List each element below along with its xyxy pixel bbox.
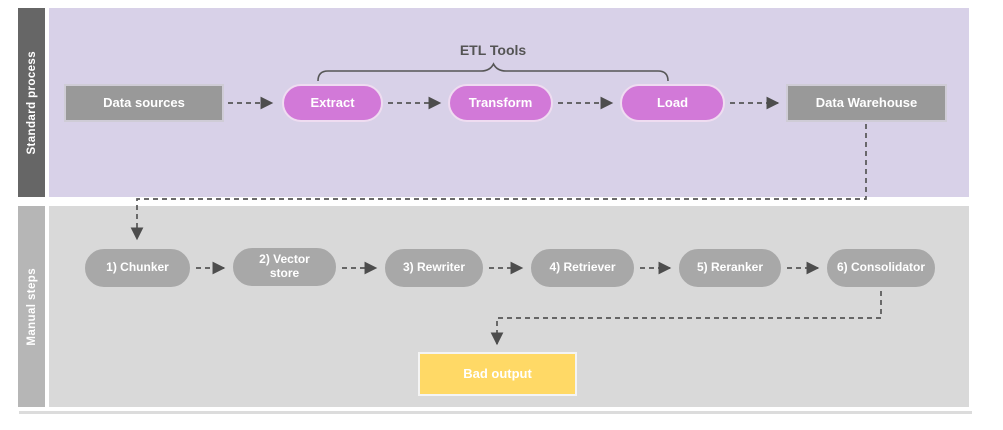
node-label: Extract bbox=[310, 94, 355, 110]
node-label: 6) Consolidator bbox=[836, 260, 925, 275]
lane-label-manual-steps: Manual steps bbox=[18, 206, 45, 407]
lane-label-text: Manual steps bbox=[25, 267, 38, 346]
node-label: Bad output bbox=[463, 365, 532, 381]
node-label: Data sources bbox=[103, 94, 185, 110]
node-data-warehouse: Data Warehouse bbox=[786, 84, 947, 122]
node-consolidator: 6) Consolidator bbox=[825, 247, 937, 289]
node-label: 5) Reranker bbox=[696, 260, 764, 275]
node-label: 3) Rewriter bbox=[402, 260, 466, 275]
node-vector-store: 2) Vector store bbox=[231, 246, 338, 288]
node-transform: Transform bbox=[448, 84, 553, 122]
lane-label-standard-process: Standard process bbox=[18, 8, 45, 197]
node-label: 1) Chunker bbox=[106, 260, 169, 275]
node-reranker: 5) Reranker bbox=[677, 247, 783, 289]
node-load: Load bbox=[620, 84, 725, 122]
node-label: 2) Vector store bbox=[259, 252, 310, 280]
node-chunker: 1) Chunker bbox=[83, 247, 192, 289]
page-divider-line bbox=[19, 411, 972, 414]
node-bad-output: Bad output bbox=[418, 352, 577, 396]
node-extract: Extract bbox=[282, 84, 383, 122]
node-label: Load bbox=[656, 94, 689, 110]
lane-label-text: Standard process bbox=[25, 50, 38, 155]
node-rewriter: 3) Rewriter bbox=[383, 247, 485, 289]
node-label: Data Warehouse bbox=[815, 94, 918, 110]
node-retriever: 4) Retriever bbox=[529, 247, 636, 289]
node-label: 4) Retriever bbox=[549, 260, 616, 275]
node-data-sources: Data sources bbox=[64, 84, 224, 122]
etl-tools-label: ETL Tools bbox=[459, 42, 527, 58]
node-label: Transform bbox=[468, 94, 533, 110]
